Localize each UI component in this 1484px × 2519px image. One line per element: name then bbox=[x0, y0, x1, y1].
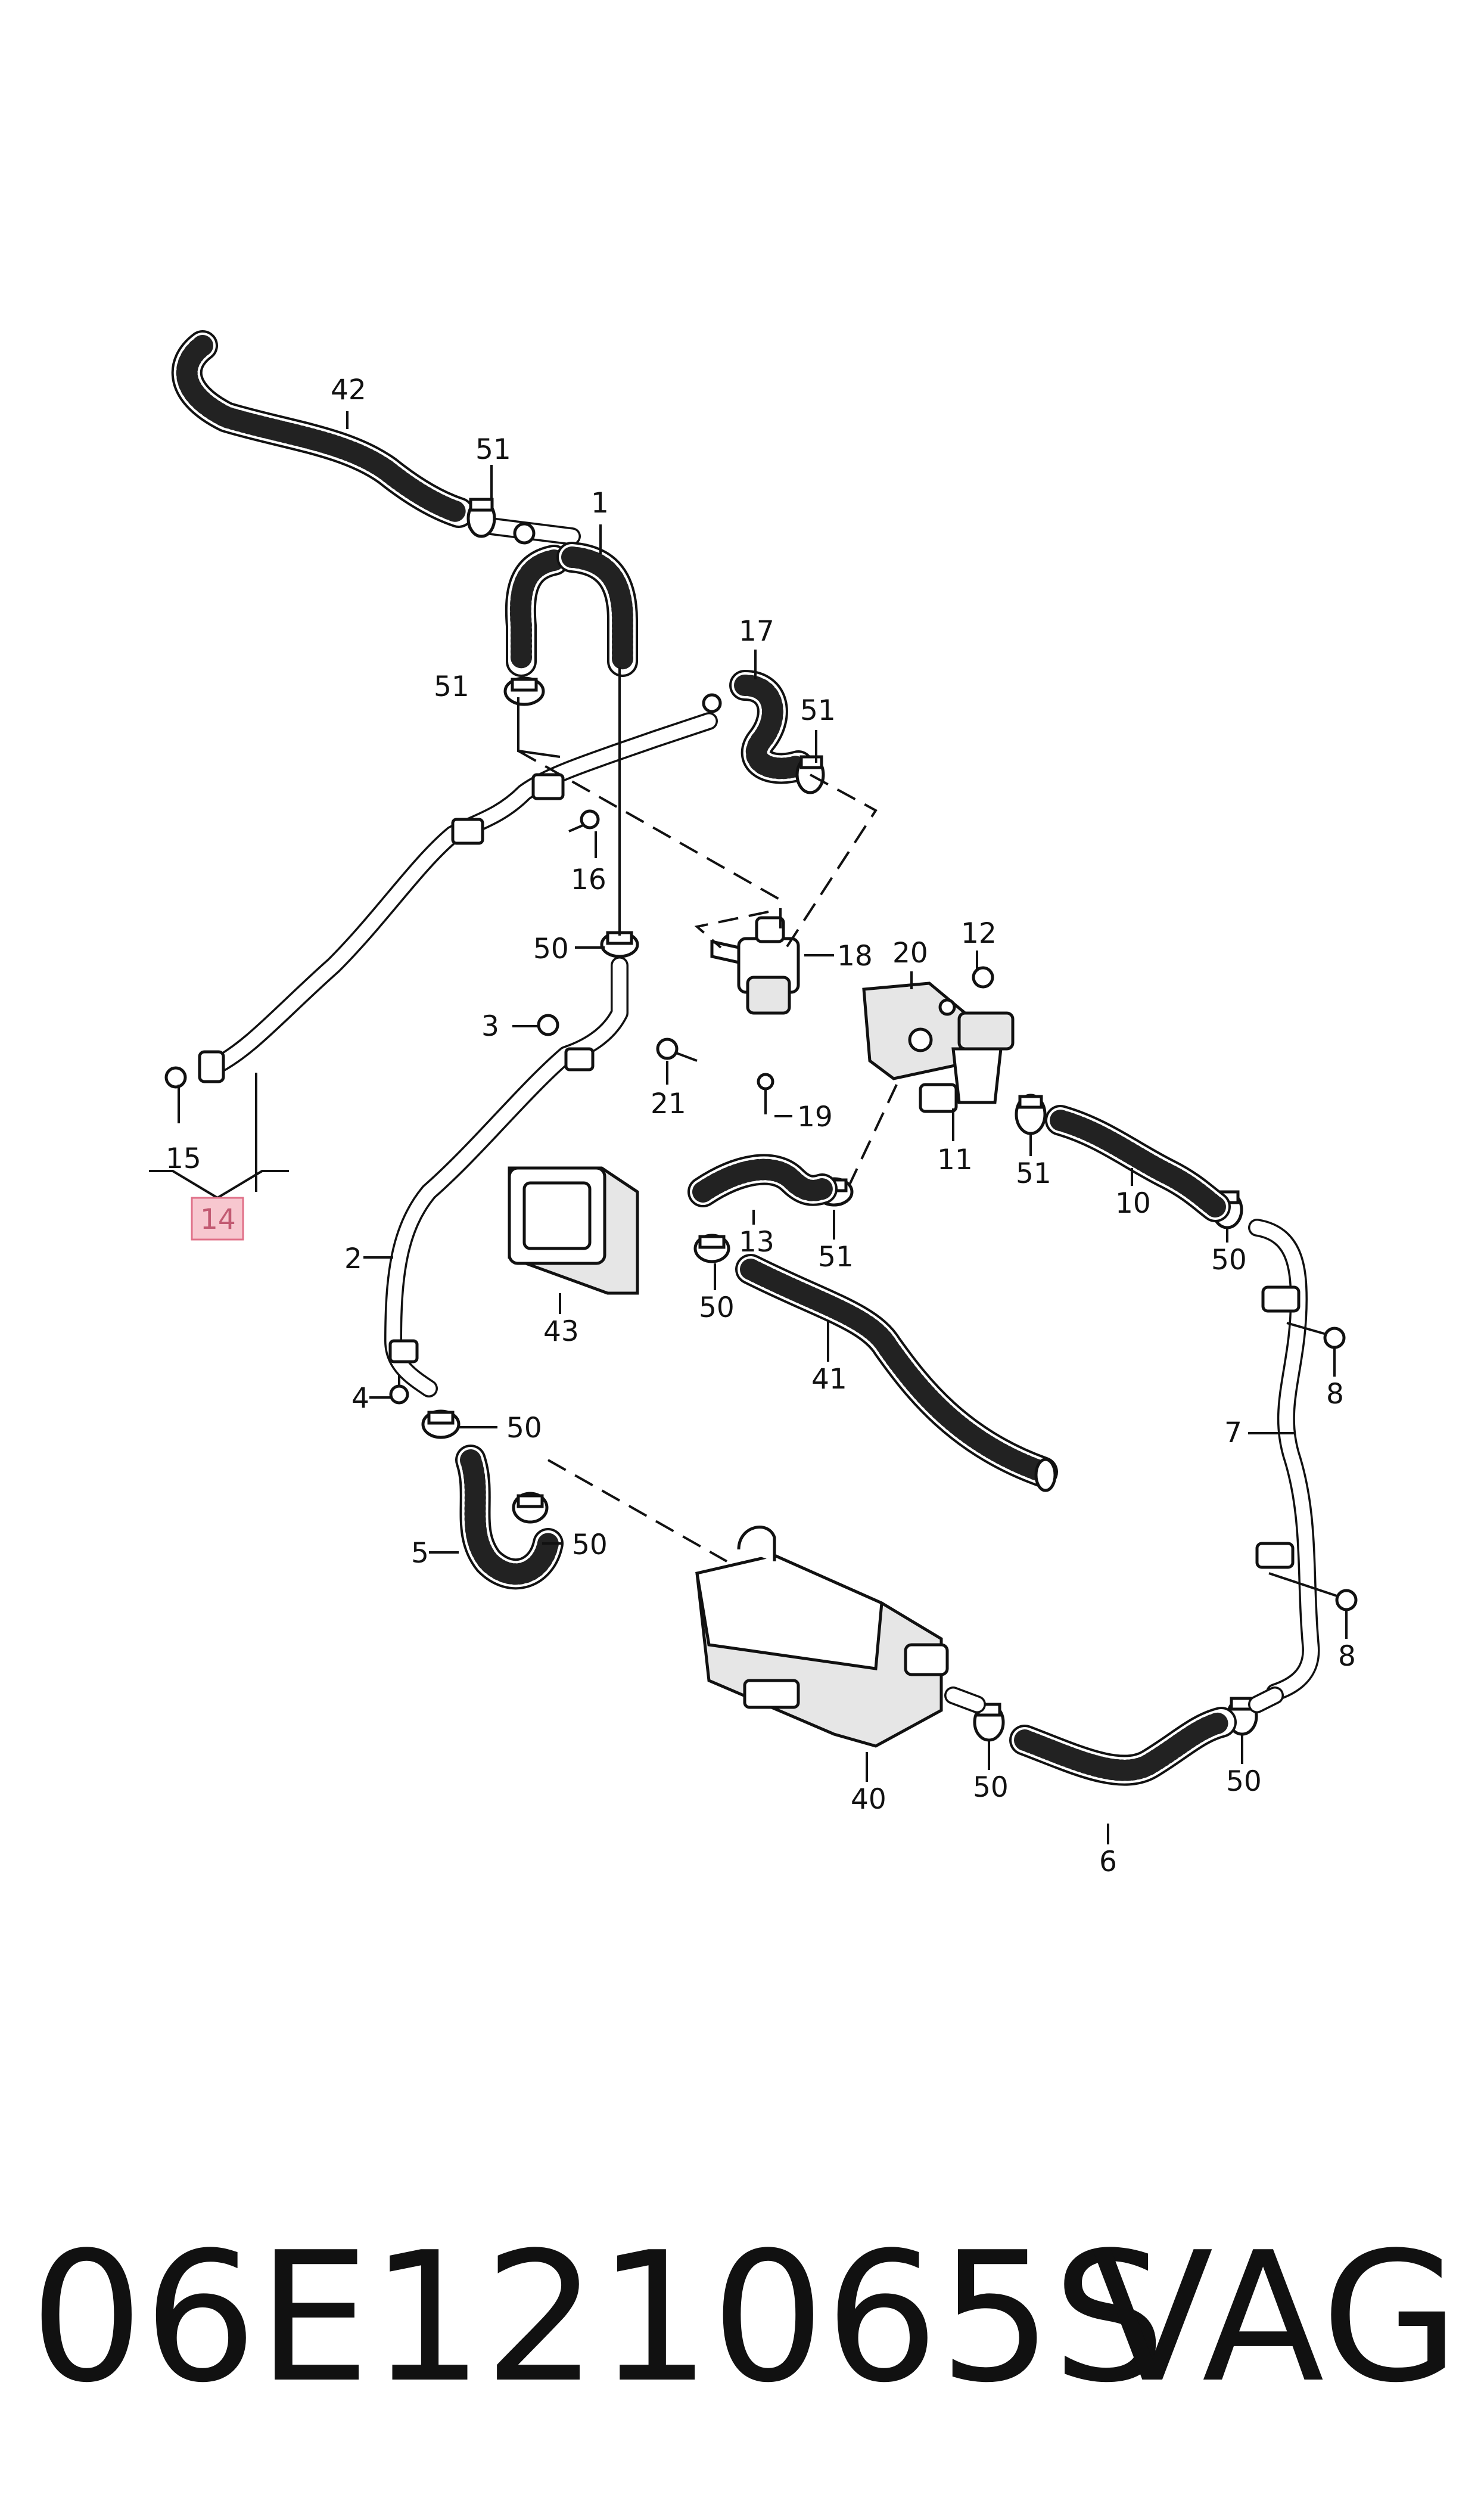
hose-17 bbox=[729, 670, 814, 784]
dashed-assembly-lines bbox=[518, 667, 898, 1563]
leader-lines bbox=[149, 411, 1348, 1844]
pipe-2 bbox=[384, 956, 629, 1397]
callout-12: 12 bbox=[961, 917, 997, 950]
pipe-7 bbox=[1248, 1219, 1320, 1701]
hose-5 bbox=[455, 1445, 564, 1590]
callout-51-right: 51 bbox=[800, 694, 836, 727]
clamp-51-c11 bbox=[1015, 1094, 1047, 1135]
pipe-14 bbox=[164, 693, 722, 1089]
callout-42: 42 bbox=[331, 374, 366, 406]
cooler-43 bbox=[508, 1166, 639, 1295]
callout-13: 13 bbox=[739, 1226, 774, 1259]
clamp-51-top bbox=[466, 498, 496, 538]
t-piece-1 bbox=[468, 515, 638, 677]
washer-3 bbox=[537, 1014, 559, 1036]
callout-11: 11 bbox=[937, 1144, 973, 1176]
pump-18 bbox=[710, 916, 979, 1080]
callout-50-mid: 50 bbox=[533, 933, 569, 965]
callout-51-c13: 51 bbox=[818, 1241, 854, 1274]
callout-5: 5 bbox=[411, 1537, 429, 1570]
callout-51-c11: 51 bbox=[1016, 1157, 1051, 1190]
callout-40: 40 bbox=[851, 1783, 886, 1816]
clamp-50-mid bbox=[600, 931, 639, 958]
callout-1: 1 bbox=[591, 487, 609, 520]
callout-7: 7 bbox=[1224, 1417, 1242, 1449]
callout-16: 16 bbox=[571, 864, 606, 896]
sensor-11 bbox=[919, 1011, 1015, 1113]
callout-18: 18 bbox=[837, 940, 873, 973]
callout-17: 17 bbox=[739, 615, 774, 648]
callout-20: 20 bbox=[892, 937, 928, 970]
callout-8-lower: 8 bbox=[1338, 1640, 1356, 1673]
cooler-40 bbox=[695, 1526, 949, 1748]
callout-2: 2 bbox=[344, 1243, 362, 1275]
callout-50-c10: 50 bbox=[1211, 1244, 1247, 1276]
bolt-21 bbox=[656, 1038, 698, 1062]
callout-51-top: 51 bbox=[475, 433, 511, 466]
part-number: 06E121065S bbox=[30, 2214, 1166, 2422]
clamp-50-c41 bbox=[693, 1234, 730, 1263]
callout-21: 21 bbox=[651, 1088, 686, 1120]
bolt-12 bbox=[972, 966, 994, 989]
callout-14: 14 bbox=[200, 1203, 236, 1236]
callout-3: 3 bbox=[481, 1010, 499, 1043]
callout-50-c40: 50 bbox=[973, 1771, 1009, 1804]
bolt-8-upper bbox=[1286, 1322, 1346, 1349]
callout-19: 19 bbox=[797, 1101, 833, 1133]
callout-4: 4 bbox=[351, 1382, 369, 1415]
callouts: 42 51 1 51 17 51 16 50 3 18 20 12 21 19 … bbox=[166, 374, 1356, 1878]
brand-name: VAG bbox=[1091, 2214, 1460, 2422]
bolt-16 bbox=[568, 809, 600, 833]
hose-42 bbox=[171, 330, 474, 528]
hose-41 bbox=[735, 1254, 1058, 1492]
bolt-19 bbox=[757, 1073, 774, 1114]
hose-6 bbox=[944, 1686, 1284, 1786]
hose-13 bbox=[687, 1154, 838, 1207]
callout-8-upper: 8 bbox=[1326, 1378, 1344, 1411]
callout-15: 15 bbox=[166, 1142, 201, 1175]
clamp-51-left bbox=[503, 676, 545, 706]
callout-50-c5: 50 bbox=[572, 1529, 608, 1561]
callout-10: 10 bbox=[1115, 1187, 1151, 1220]
footer: 06E121065S VAG bbox=[30, 2205, 1460, 2431]
parts-diagram: 42 51 1 51 17 51 16 50 3 18 20 12 21 19 … bbox=[149, 330, 1358, 1878]
callout-50-c41: 50 bbox=[699, 1291, 735, 1324]
clamp-50-c4 bbox=[421, 1409, 461, 1439]
bolt-8-lower bbox=[1268, 1572, 1358, 1611]
callout-6: 6 bbox=[1099, 1846, 1117, 1878]
callout-50-c6: 50 bbox=[1226, 1765, 1262, 1798]
callout-50-c4: 50 bbox=[506, 1412, 542, 1445]
callout-41: 41 bbox=[811, 1363, 847, 1396]
bolt-4 bbox=[389, 1365, 409, 1405]
callout-43: 43 bbox=[543, 1315, 579, 1348]
hose-10 bbox=[1045, 1105, 1231, 1222]
clamp-51-right bbox=[795, 755, 825, 794]
highlight-box-14 bbox=[191, 1197, 244, 1241]
callout-51-left: 51 bbox=[434, 670, 469, 703]
clamp-50-c5 bbox=[512, 1492, 549, 1524]
